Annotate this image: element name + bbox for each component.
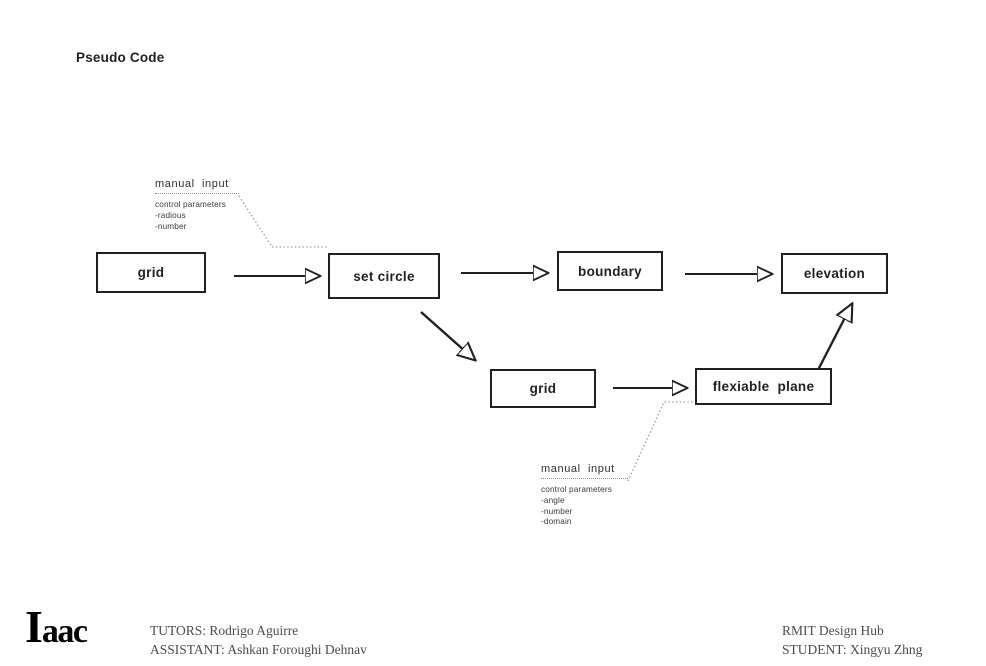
annotation-top-parameters: control parameters -radious -number [155,200,226,231]
edge-flexiableplane-to-elevation [816,304,852,371]
node-elevation[interactable]: elevation [781,253,888,294]
node-grid-2[interactable]: grid [490,369,596,408]
node-boundary[interactable]: boundary [557,251,663,291]
node-flexiable-plane[interactable]: flexiable plane [695,368,832,405]
leader-manual-input-bottom [627,401,694,482]
annotation-manual-input-bottom: manual input control parameters -angle -… [541,463,628,528]
annotation-manual-input-top: manual input control parameters -radious… [155,178,239,232]
footer-credits-right: RMIT Design Hub STUDENT: Xingyu Zhng [782,623,923,657]
iaac-logo-i: I [25,601,43,652]
footer-credits-left: TUTORS: Rodrigo Aguirre ASSISTANT: Ashka… [150,623,367,657]
annotation-bottom-headline: manual input [541,463,615,475]
page-title: Pseudo Code [76,50,165,65]
annotation-top-dotted-rule [155,193,239,194]
annotation-bottom-dotted-rule [541,478,628,479]
annotation-bottom-parameters: control parameters -angle -number -domai… [541,485,612,527]
node-grid-1[interactable]: grid [96,252,206,293]
leader-manual-input-top [238,195,327,248]
edge-setcircle-to-grid2 [420,311,475,360]
iaac-logo-aac: aac [41,613,88,650]
annotation-top-headline: manual input [155,178,229,190]
node-set-circle[interactable]: set circle [328,253,440,299]
iaac-logo: Iaac [25,601,88,652]
